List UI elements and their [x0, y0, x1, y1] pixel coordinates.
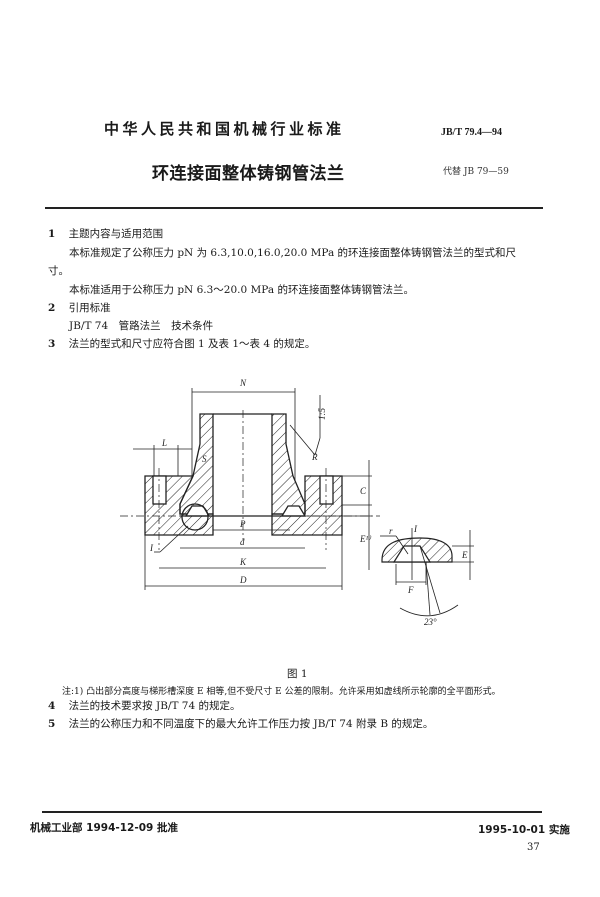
- label-D: D: [239, 575, 247, 585]
- paragraph-scope-line1: 本标准规定了公称压力 pN 为 6.3,10.0,16.0,20.0 MPa 的…: [69, 247, 517, 259]
- section-heading: 法兰的公称压力和不同温度下的最大允许工作压力按 JB/T 74 附录 B 的规定…: [68, 718, 434, 730]
- section-heading: 法兰的技术要求按 JB/T 74 的规定。: [68, 700, 241, 712]
- label-d: d: [240, 537, 245, 547]
- paragraph-scope-line2: 寸。: [48, 265, 69, 277]
- document-title: 环连接面整体铸钢管法兰: [152, 164, 345, 184]
- label-E: E¹⁾: [359, 534, 371, 544]
- replaces-note: 代替 JB 79—59: [443, 167, 509, 177]
- flange-drawing: N L S R C E¹⁾ P d K D I 1:5 r I: [120, 378, 474, 627]
- standard-number: JB/T 79.4—94: [441, 127, 502, 138]
- approval-date: 机械工业部 1994-12-09 批准: [30, 822, 178, 834]
- label-C: C: [360, 486, 367, 496]
- section-2: 2 引用标准: [48, 301, 111, 315]
- effective-date: 1995-10-01 实施: [478, 824, 570, 836]
- footer-divider: [42, 811, 542, 813]
- label-detail-r: r: [389, 526, 393, 536]
- figure-note: 注:1) 凸出部分高度与梯形槽深度 E 相等,但不受尺寸 E 公差的限制。允许采…: [62, 687, 501, 697]
- label-N: N: [239, 378, 247, 388]
- page-number: 37: [527, 842, 540, 853]
- label-I: I: [149, 543, 154, 553]
- section-heading: 引用标准: [68, 302, 111, 314]
- section-number: 4: [48, 700, 56, 712]
- section-number: 2: [48, 302, 56, 314]
- referenced-standard: JB/T 74 管路法兰 技术条件: [69, 320, 214, 332]
- section-5: 5 法兰的公称压力和不同温度下的最大允许工作压力按 JB/T 74 附录 B 的…: [48, 717, 433, 731]
- section-heading: 法兰的型式和尺寸应符合图 1 及表 1～表 4 的规定。: [68, 338, 316, 350]
- label-P: P: [239, 519, 246, 529]
- label-L: L: [161, 438, 167, 448]
- section-heading: 主题内容与适用范围: [68, 228, 164, 240]
- label-angle: 23°: [424, 617, 437, 627]
- label-detail-F: F: [407, 585, 414, 595]
- figure-caption: 图 1: [287, 668, 308, 680]
- section-number: 1: [48, 228, 56, 240]
- section-1: 1 主题内容与适用范围: [48, 227, 163, 241]
- label-K: K: [239, 557, 247, 567]
- paragraph-applicability: 本标准适用于公称压力 pN 6.3～20.0 MPa 的环连接面整体铸钢管法兰。: [69, 284, 414, 296]
- label-detail-E: E: [461, 550, 468, 560]
- label-taper: 1:5: [317, 408, 327, 420]
- label-detail-I: I: [413, 524, 418, 534]
- section-3: 3 法兰的型式和尺寸应符合图 1 及表 1～表 4 的规定。: [48, 337, 315, 351]
- section-4: 4 法兰的技术要求按 JB/T 74 的规定。: [48, 699, 241, 713]
- section-number: 5: [48, 718, 56, 730]
- label-S: S: [202, 454, 207, 464]
- section-number: 3: [48, 338, 56, 350]
- header-divider: [45, 207, 543, 209]
- org-title: 中华人民共和国机械行业标准: [104, 120, 345, 138]
- label-R: R: [311, 452, 318, 462]
